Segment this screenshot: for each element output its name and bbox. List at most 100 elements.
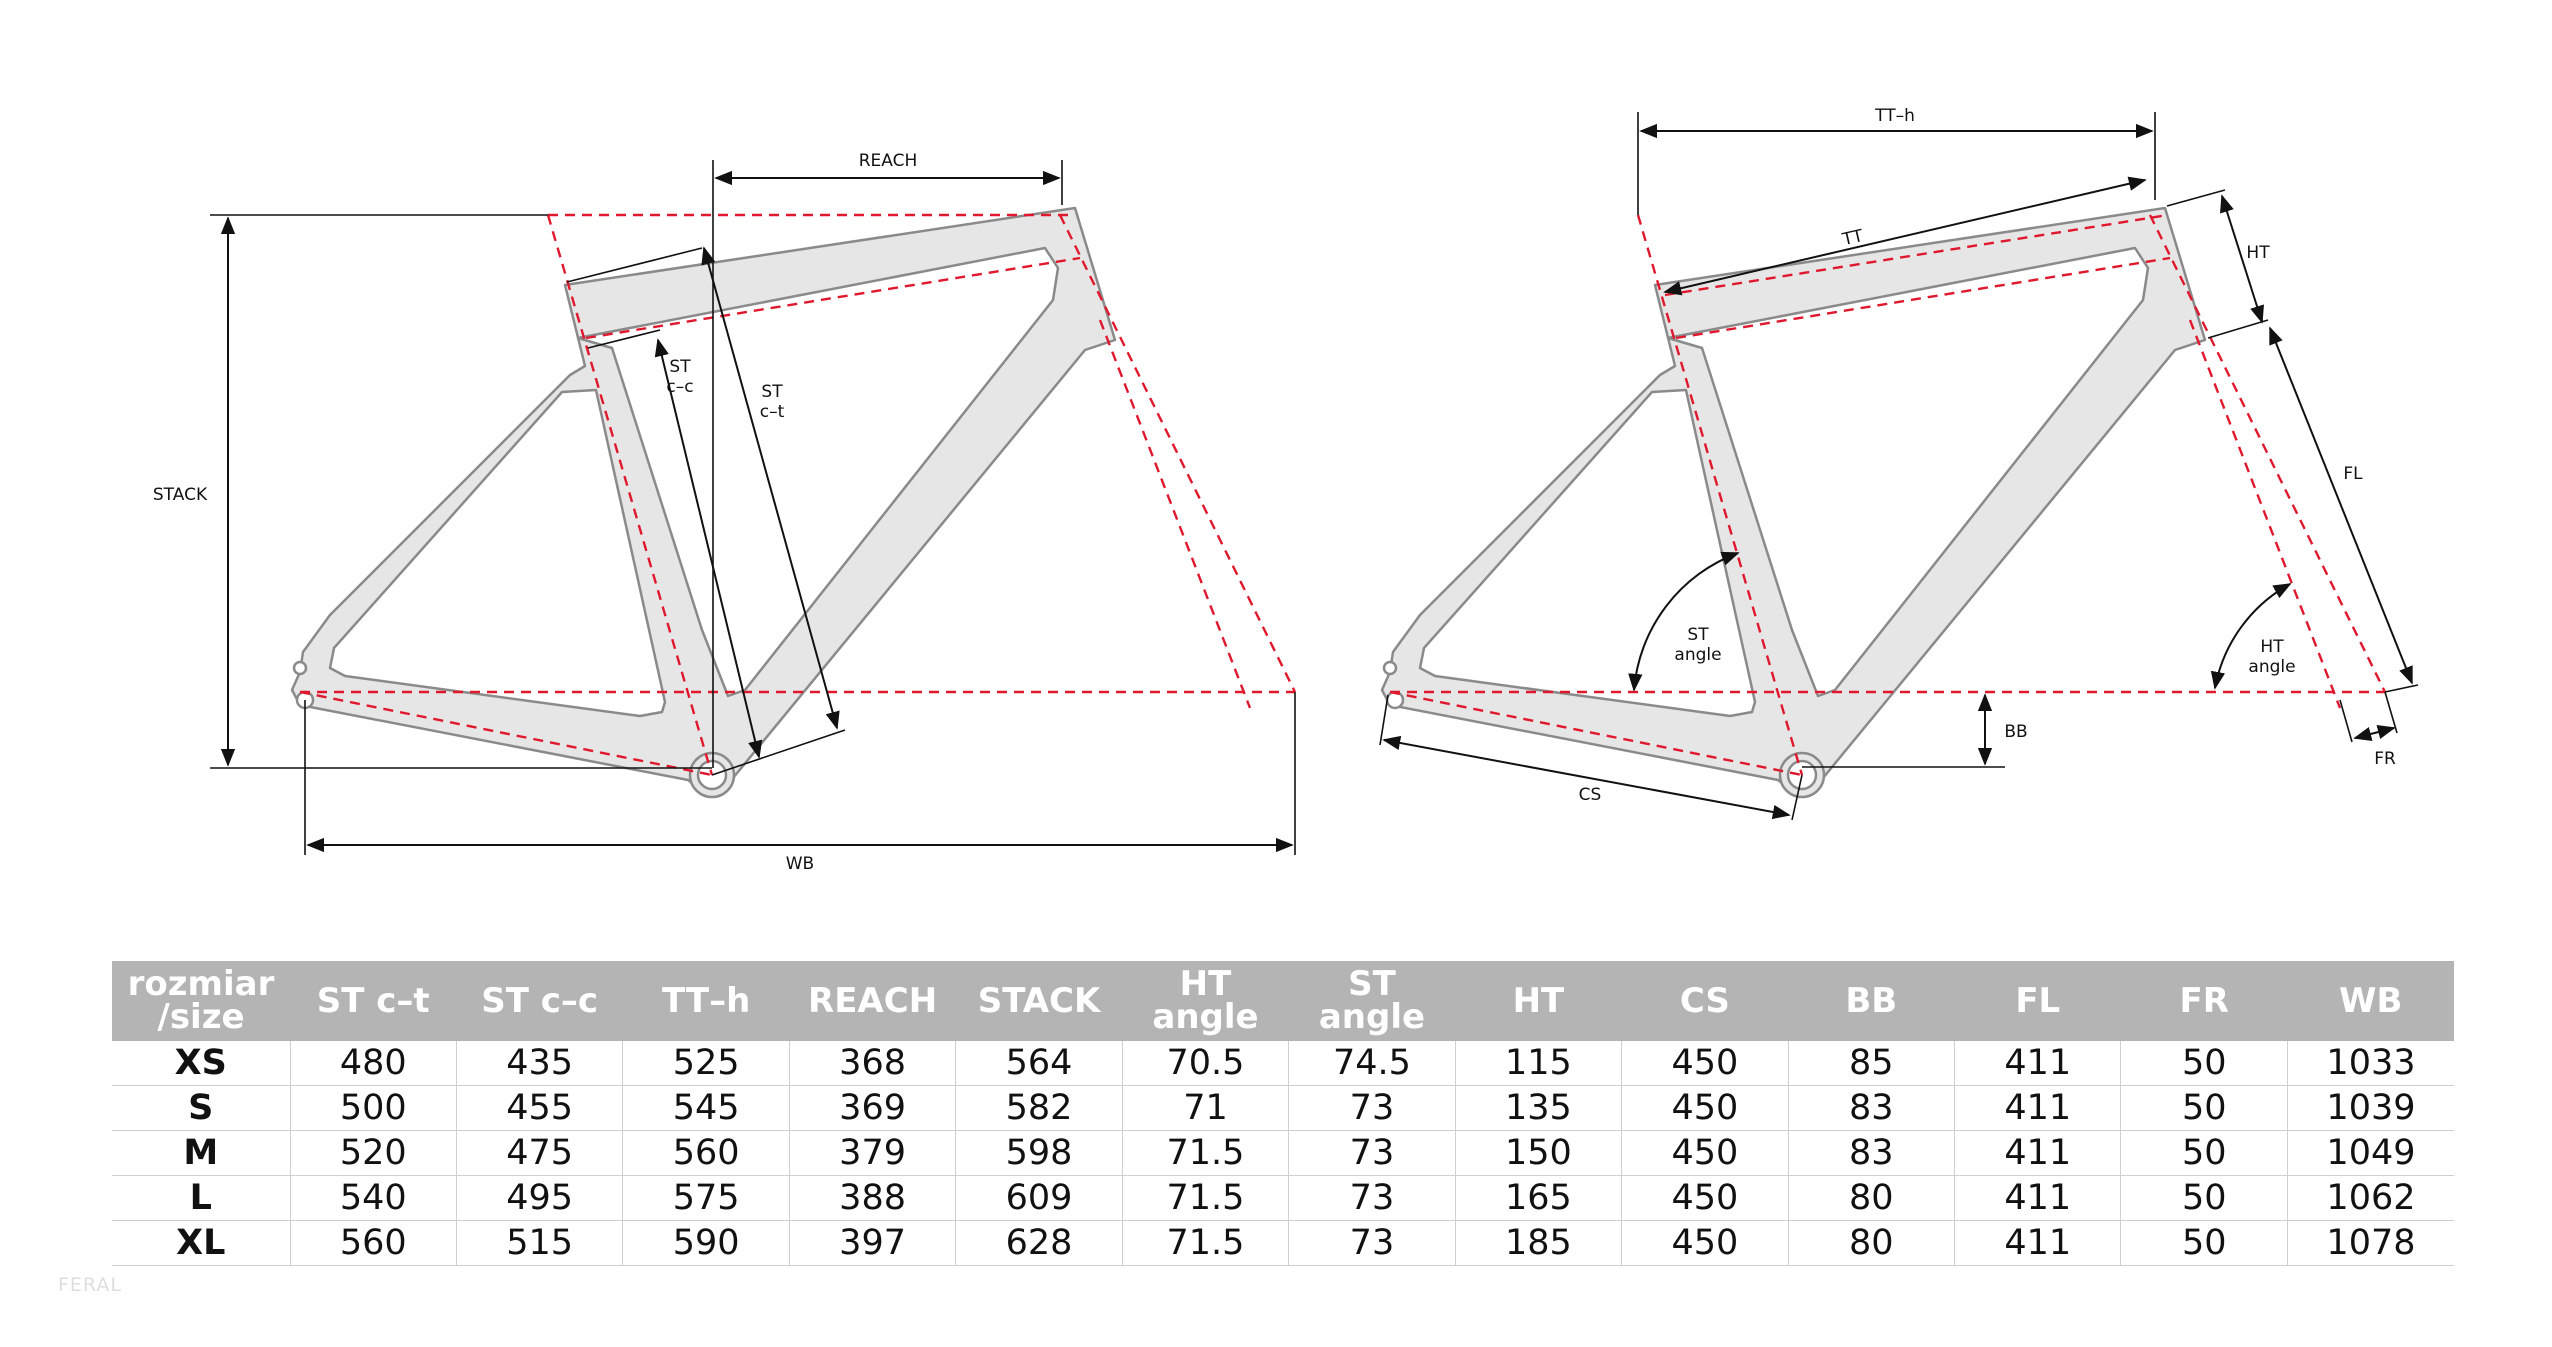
table-cell: 411 [1954,1041,2122,1086]
table-cell: 185 [1455,1220,1623,1266]
table-cell: 70.5 [1122,1041,1290,1086]
table-cell: 50 [2120,1175,2288,1221]
table-cell: 628 [955,1220,1123,1266]
st-ct-label-1: ST [761,382,783,402]
table-cell: 455 [456,1085,624,1131]
table-cell: 50 [2120,1041,2288,1086]
table-cell: 71.5 [1122,1175,1290,1221]
column-header: FL [1954,961,2121,1041]
table-cell: 609 [955,1175,1123,1221]
table-cell: 575 [622,1175,790,1221]
column-header-text: FL [2015,980,2061,1021]
st-cc-label-2: c–c [666,377,693,397]
column-header-text: rozmiar [127,964,275,1004]
table-cell: 560 [290,1220,457,1266]
st-angle-label-1: ST [1687,625,1709,645]
table-cell: 1049 [2287,1130,2454,1176]
table-cell: 495 [456,1175,624,1221]
cs-dimension-line [1382,735,1791,820]
table-cell: 1062 [2287,1175,2454,1221]
table-cell: 480 [290,1041,457,1086]
table-cell: 397 [789,1220,957,1266]
st-ct-dimension-line [701,246,840,730]
column-header-text: CS [1679,980,1730,1021]
column-header-text: BB [1845,980,1898,1021]
table-cell: 450 [1621,1085,1789,1131]
table-cell: 73 [1288,1130,1456,1176]
ht-label: HT [2246,243,2270,263]
column-header: WB [2287,961,2454,1041]
tt-h-label: TT–h [1874,106,1915,126]
st-angle-arc [1628,551,1740,692]
ht-angle-label-1: HT [2260,637,2284,657]
ht-angle-arc [2210,583,2292,690]
st-cc-label-1: ST [669,357,691,377]
table-cell: 1078 [2287,1220,2454,1266]
right-frame-outline [1380,206,2207,799]
column-header-text: STACK [977,980,1101,1021]
table-cell: 564 [955,1041,1123,1086]
table-cell: 165 [1455,1175,1623,1221]
size-cell: XL [112,1220,291,1266]
table-cell: 411 [1954,1085,2122,1131]
column-header-text: angle [1152,997,1259,1037]
column-header-text: ST c–t [316,980,430,1021]
column-header: TT–h [622,961,790,1041]
geometry-diagrams: REACH STACK WB ST c–c ST c–t [153,106,2419,874]
size-cell: S [112,1085,291,1131]
table-cell: 369 [789,1085,957,1131]
wb-label: WB [786,854,814,874]
table-cell: 598 [955,1130,1123,1176]
column-header-text: /size [157,997,245,1037]
table-cell: 150 [1455,1130,1623,1176]
right-dimensions [1379,112,2419,821]
column-header-text: WB [2339,980,2403,1021]
column-header: HT [1455,961,1622,1041]
column-header-text: REACH [808,980,938,1021]
table-cell: 379 [789,1130,957,1176]
left-labels: REACH STACK WB ST c–c ST c–t [153,151,917,874]
table-cell: 368 [789,1041,957,1086]
right-labels: TT–h TT HT FL ST angle HT angle BB CS FR [1579,106,2396,805]
column-header: ST c–c [456,961,623,1041]
tt-label: TT [1840,226,1866,250]
size-cell: M [112,1130,291,1176]
column-header: STACK [955,961,1123,1041]
geometry-table: rozmiar/size ST c–t ST c–c TT–h REACH STACK HT… [112,961,2454,1266]
table-cell: 74.5 [1288,1041,1456,1086]
table-cell: 388 [789,1175,957,1221]
table-header: rozmiar/size ST c–t ST c–c TT–h REACH STACK HT… [112,961,2454,1041]
ht-angle-label-2: angle [2248,657,2295,677]
table-cell: 475 [456,1130,624,1176]
column-header-text: TT–h [661,980,751,1021]
column-header: BB [1788,961,1955,1041]
left-frame-diagram: REACH STACK WB ST c–c ST c–t [153,151,1297,874]
table-cell: 500 [290,1085,457,1131]
table-cell: 450 [1621,1175,1789,1221]
column-header: FR [2120,961,2288,1041]
size-cell: XS [112,1041,291,1086]
table-cell: 520 [290,1130,457,1176]
column-header: rozmiar/size [112,961,290,1041]
table-cell: 582 [955,1085,1123,1131]
table-cell: 411 [1954,1175,2122,1221]
table-cell: 50 [2120,1085,2288,1131]
column-header-text: HT [1512,980,1565,1021]
table-cell: 515 [456,1220,624,1266]
left-dimensions [210,160,1296,855]
table-cell: 1033 [2287,1041,2454,1086]
fr-label: FR [2374,749,2396,769]
size-cell: L [112,1175,291,1221]
stack-label: STACK [153,485,208,505]
column-header: ST c–t [290,961,457,1041]
column-header: REACH [789,961,956,1041]
table-cell: 83 [1788,1130,1956,1176]
table-cell: 85 [1788,1041,1956,1086]
left-frame-outline [290,206,1117,799]
